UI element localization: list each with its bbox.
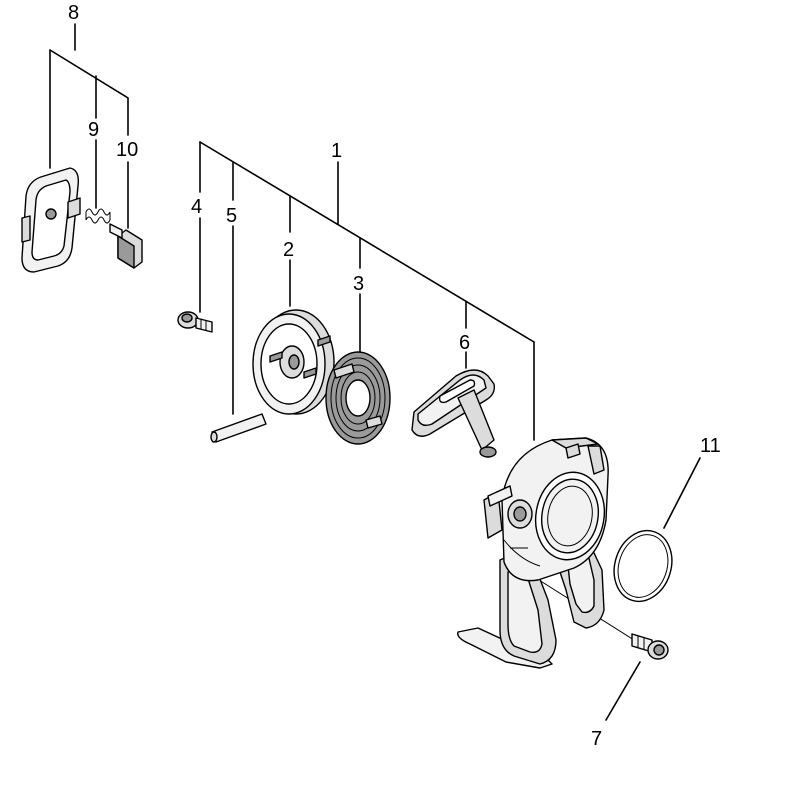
part-6-handle bbox=[411, 369, 497, 458]
callout-2: 2 bbox=[283, 239, 294, 261]
callout-8: 8 bbox=[68, 2, 79, 24]
part-3-recoil-spring bbox=[325, 351, 391, 445]
callout-4: 4 bbox=[191, 196, 202, 218]
housing-body bbox=[457, 437, 609, 669]
part-9-spring bbox=[85, 208, 111, 224]
callout-11: 11 bbox=[700, 435, 721, 457]
part-7-bolt bbox=[631, 633, 669, 660]
callout-5: 5 bbox=[226, 205, 237, 227]
callout-1: 1 bbox=[331, 140, 342, 162]
callout-6: 6 bbox=[459, 332, 470, 354]
part-2-reel bbox=[252, 309, 335, 415]
leader-lines bbox=[49, 23, 701, 721]
part-10-latch bbox=[109, 223, 143, 269]
callout-10: 10 bbox=[116, 139, 138, 161]
part-4-screw bbox=[177, 311, 213, 333]
callout-9: 9 bbox=[88, 119, 99, 141]
part-8-bracket-plate bbox=[21, 167, 81, 273]
part-5-pin bbox=[210, 413, 267, 443]
callout-labels: 8 9 10 1 4 5 2 3 6 11 7 bbox=[68, 2, 721, 750]
part-11-o-ring bbox=[613, 529, 673, 603]
callout-7: 7 bbox=[591, 728, 602, 750]
callout-3: 3 bbox=[353, 273, 364, 295]
